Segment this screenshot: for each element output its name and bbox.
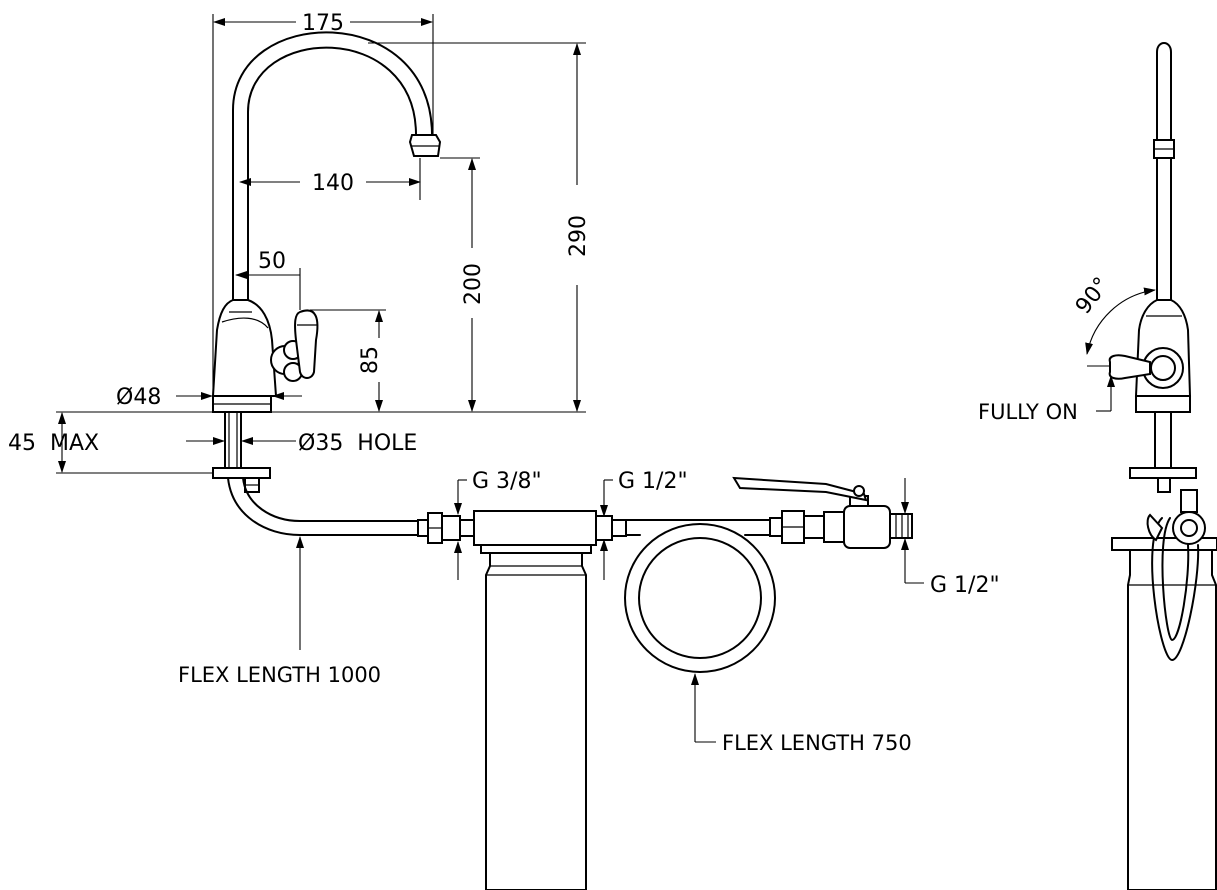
dim-45-max-label: 45 MAX: [8, 431, 99, 456]
lever-handle: [294, 309, 319, 379]
spout-outer: [232, 31, 433, 301]
dim-290-label: 290: [566, 215, 591, 257]
tap-shank: [224, 411, 242, 469]
valve-handle: [732, 476, 868, 502]
dim-50-label: 50: [258, 249, 286, 274]
side-spout: [1156, 42, 1172, 301]
filter-unit: [417, 510, 627, 890]
dim-175-label: 175: [302, 11, 344, 36]
valve-outlet: [889, 513, 913, 539]
flex-coil-750: [624, 519, 776, 673]
dim-85-label: 85: [358, 346, 383, 374]
spout-inner: [247, 46, 417, 301]
g12-top-label: G 1/2": [618, 469, 688, 494]
g12-fitting: [611, 519, 627, 537]
dim-90-angle-label: 90°: [1071, 273, 1115, 319]
filter-head: [473, 510, 597, 546]
valve-body: [843, 505, 891, 549]
dim-35-hole-label: Ø35 HOLE: [298, 431, 417, 456]
flex-750-label: FLEX LENGTH 750: [722, 731, 912, 755]
g38-label: G 3/8": [472, 469, 542, 494]
side-filter: [1127, 549, 1217, 890]
dim-140-label: 140: [312, 171, 354, 196]
flex-hose-1000: [227, 477, 421, 536]
tap-body: [211, 299, 278, 397]
dim-200-label: 200: [461, 263, 486, 305]
tap-side-view: [1108, 42, 1217, 890]
ball-valve: [732, 476, 913, 549]
g12-right-label: G 1/2": [930, 573, 1000, 598]
filter-canister: [485, 552, 587, 890]
dim-48-label: Ø48: [116, 385, 161, 410]
dimension-lines: [56, 14, 1156, 743]
bench-plate: [212, 467, 271, 479]
flex-1000-label: FLEX LENGTH 1000: [178, 663, 381, 687]
fully-on-label: FULLY ON: [978, 400, 1078, 424]
tap-front-view: [211, 31, 442, 493]
